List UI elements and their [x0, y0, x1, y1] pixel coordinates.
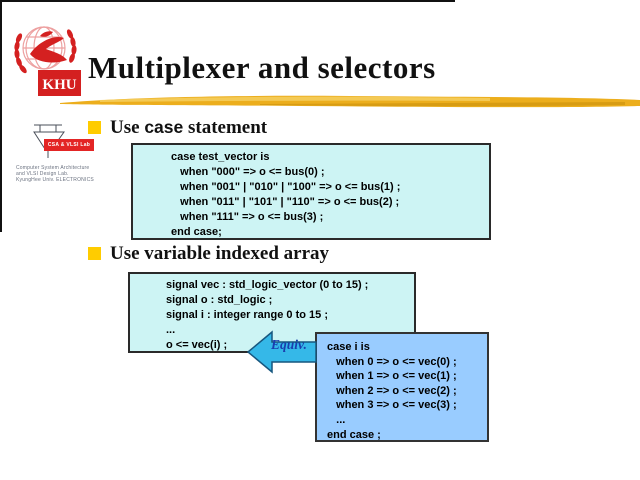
gold-underline-stroke — [60, 95, 640, 108]
lab-caption-line: and VLSI Design Lab. — [16, 171, 69, 177]
code-line: signal i : integer range 0 to 15 ; — [166, 309, 328, 321]
equiv-label: Equiv. — [271, 337, 307, 352]
equiv-arrow-icon — [246, 330, 317, 374]
lab-caption-line: KyungHee Univ. ELECTRONICS — [16, 177, 94, 183]
bullet1-text: Use case statement — [110, 116, 267, 139]
bullet1-text-pre: Use — [110, 117, 145, 138]
khu-university-logo-icon: KHU — [14, 26, 81, 96]
code-box-case-statement: case test_vector is when "000" => o <= b… — [131, 143, 491, 240]
left-border-line — [0, 0, 2, 232]
mux-schematic-icon — [33, 124, 65, 158]
code-line: when 0 => o <= vec(0) ; — [327, 355, 457, 368]
code-line: end case; — [171, 226, 222, 238]
bullet-square-icon — [88, 247, 101, 260]
bullet2-text: Use variable indexed array — [110, 243, 330, 264]
lab-badge: CSA & VLSI Lab — [44, 139, 94, 151]
code-line: o <= vec(i) ; — [166, 339, 228, 351]
bullet-use-variable-indexed-array: Use variable indexed array — [88, 242, 329, 265]
code-line: when "111" => o <= bus(3) ; — [171, 211, 324, 223]
bullet-square-icon — [88, 121, 101, 134]
code-line: when 1 => o <= vec(1) ; — [327, 370, 457, 383]
top-border-line — [0, 0, 455, 2]
page-title: Multiplexer and selectors — [88, 50, 436, 85]
code-line: case test_vector is — [171, 151, 270, 163]
khu-logo-text: KHU — [42, 77, 76, 93]
code-line: when "011" | "101" | "110" => o <= bus(2… — [171, 196, 400, 208]
code-line: ... — [327, 413, 346, 426]
code-line: end case ; — [327, 428, 381, 441]
code-line: signal o : std_logic ; — [166, 294, 273, 306]
bullet-use-case-statement: Use case statement — [88, 116, 267, 139]
code-box-case-i: case i is when 0 => o <= vec(0) ; when 1… — [315, 332, 489, 442]
code-box-signal-declarations: signal vec : std_logic_vector (0 to 15) … — [128, 272, 416, 353]
code-line: case i is — [327, 341, 370, 353]
lab-caption-line: Computer System Architecture — [16, 165, 90, 171]
code-line: when "001" | "010" | "100" => o <= bus(1… — [171, 181, 401, 193]
code-line: when 2 => o <= vec(2) ; — [327, 384, 457, 397]
lab-logo: CSA & VLSI Lab Computer System Architect… — [16, 122, 112, 183]
bullet1-text-post: statement — [183, 117, 268, 138]
code-line: when "000" => o <= bus(0) ; — [171, 166, 325, 178]
code-line: when 3 => o <= vec(3) ; — [327, 399, 457, 412]
bullet1-keyword: case — [144, 117, 184, 137]
code-line: ... — [166, 324, 176, 336]
code-line: signal vec : std_logic_vector (0 to 15) … — [166, 279, 369, 291]
